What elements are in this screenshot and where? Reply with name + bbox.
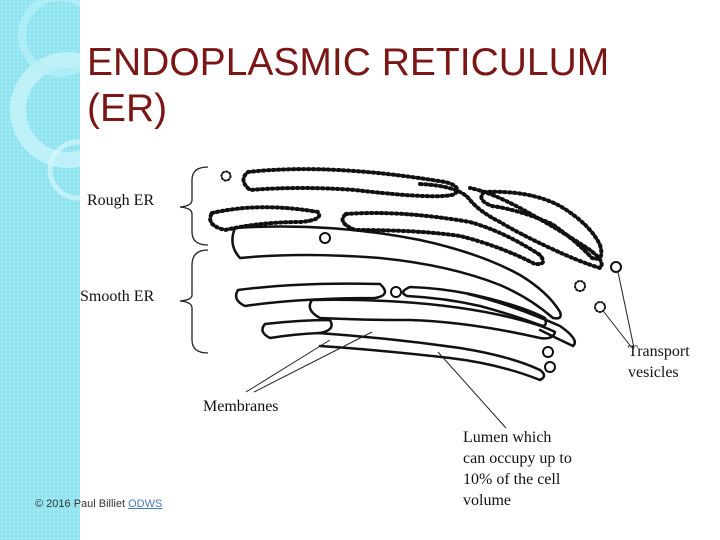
footer-credit: © 2016 Paul Billiet ODWS (35, 498, 162, 510)
membranes-label: Membranes (203, 398, 279, 415)
lumen-label: Lumen which can occupy up to 10% of the … (463, 427, 572, 511)
transport-leader-line (617, 271, 635, 349)
decorative-ring-icon (47, 139, 80, 201)
transport-vesicles (220, 170, 622, 373)
lumen-line: can occupy up to (463, 450, 572, 467)
odws-link[interactable]: ODWS (128, 498, 163, 510)
transport-leader-line (603, 311, 633, 349)
rough-er-label: Rough ER (87, 192, 155, 209)
decorative-ring-icon (18, 0, 80, 77)
smooth-er-bracket (179, 249, 209, 354)
membranes-leader-line (245, 339, 331, 393)
rough-er-membranes (208, 167, 604, 270)
slide-title-line: ENDOPLASMIC RETICULUM (87, 41, 610, 84)
membranes-leader-line (253, 331, 373, 393)
decorative-sidebar (0, 0, 80, 540)
lumen-leader-line (437, 351, 507, 429)
slide-title-line: (ER) (87, 87, 168, 130)
lumen-line: Lumen which (463, 429, 552, 446)
smooth-er-membranes (231, 225, 577, 382)
transport-vesicles-line: Transport (628, 343, 690, 360)
transport-vesicles-line: vesicles (628, 364, 679, 381)
lumen-line: volume (463, 492, 511, 509)
smooth-er-label: Smooth ER (80, 288, 155, 305)
copyright-text: © 2016 Paul Billiet (35, 498, 126, 510)
transport-vesicles-label: Transport vesicles (628, 341, 690, 383)
lumen-line: 10% of the cell (463, 471, 561, 488)
rough-er-bracket (179, 166, 209, 246)
slide-title: ENDOPLASMIC RETICULUM (ER) (87, 40, 687, 132)
decorative-ring-icon (10, 52, 80, 168)
